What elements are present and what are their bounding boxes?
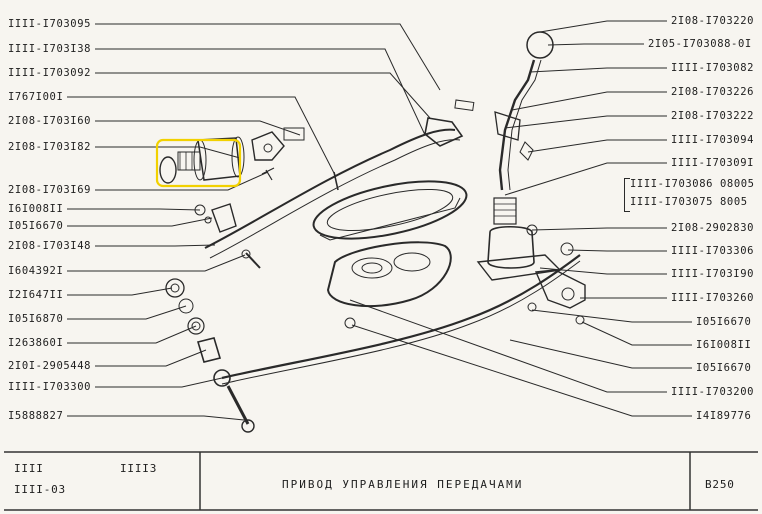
part-label: IIII-I703I38 <box>8 43 92 55</box>
leader-line <box>509 339 692 369</box>
part-label: 2I05-I703088-0I <box>648 38 752 50</box>
part-label: IIII-I703095 <box>8 18 92 30</box>
leader-line <box>67 208 201 211</box>
leader-line <box>504 115 667 129</box>
rod-clamp <box>424 117 464 147</box>
part-label: IIII-I703260 <box>671 292 755 304</box>
rod-end-ball <box>213 369 231 387</box>
rod-end-bolt <box>226 385 250 425</box>
part-label: IIII-I703300 <box>8 381 92 393</box>
part-label: I2I647II <box>8 289 64 301</box>
leader-line <box>531 309 692 323</box>
leader-lines-right <box>349 20 692 417</box>
upper-boot <box>312 180 468 240</box>
rear-bracket <box>534 269 586 309</box>
part-label: 2I0I-2905448 <box>8 360 92 372</box>
leader-line <box>529 67 667 73</box>
leader-line <box>531 227 667 231</box>
leader-line <box>351 324 692 417</box>
leader-line <box>511 91 667 111</box>
part-label: IIII-I703075 8005 <box>630 196 748 208</box>
part-label: IIII-I703086 08005 <box>630 178 755 190</box>
leader-line <box>567 249 667 252</box>
leader-line <box>67 325 197 344</box>
model-code-top: IIII <box>14 462 44 475</box>
washer-1 <box>178 298 194 314</box>
leader-line <box>95 349 207 367</box>
model-code-bottom: IIII-03 <box>14 483 66 496</box>
leader-line <box>95 171 269 191</box>
leader-line <box>547 43 644 46</box>
part-label: I604392I <box>8 265 64 277</box>
leader-line <box>67 305 187 320</box>
part-label: I5888827 <box>8 410 64 422</box>
shift-knob <box>526 31 554 59</box>
part-label: 2I08-I703220 <box>671 15 755 27</box>
coupling-assembly <box>159 127 305 184</box>
leader-line <box>539 20 667 33</box>
leader-line <box>95 146 241 159</box>
part-label: I263860I <box>8 337 64 349</box>
leader-line <box>527 139 667 153</box>
leader-line <box>539 267 667 275</box>
leader-lines-left <box>67 23 441 421</box>
part-label: 2I08-I703I60 <box>8 115 92 127</box>
part-label: I6I008II <box>8 203 64 215</box>
clamp-bolt <box>454 99 475 111</box>
part-label: I05I6870 <box>8 313 64 325</box>
shift-rod <box>221 254 581 380</box>
rod-bushing <box>196 337 222 363</box>
part-label: 2I08-I703226 <box>671 86 755 98</box>
nut-right-1 <box>560 242 574 256</box>
part-label: I4I89776 <box>696 410 752 422</box>
sheet-title: ПРИВОД УПРАВЛЕНИЯ ПЕРЕДАЧАМИ <box>282 478 524 491</box>
model-variant: IIII3 <box>120 462 158 475</box>
part-label: I6I008II <box>696 339 752 351</box>
highlight-box <box>155 138 242 188</box>
leader-line <box>67 217 213 227</box>
lever-spring <box>493 197 517 225</box>
part-label: I05I6670 <box>8 220 64 232</box>
lower-boot <box>326 241 452 307</box>
part-label: IIII-I703I90 <box>671 268 755 280</box>
leader-line <box>95 120 301 136</box>
leader-line <box>95 377 223 388</box>
part-label: 2I08-2902830 <box>671 222 755 234</box>
part-label: IIII-I703094 <box>671 134 755 146</box>
part-label: IIII-I70309I <box>671 157 755 169</box>
part-label: IIII-I703092 <box>8 67 92 79</box>
part-label: 2I08-I703I48 <box>8 240 92 252</box>
lever-housing <box>487 225 535 269</box>
part-label: IIII-I703082 <box>671 62 755 74</box>
screw-small <box>333 171 339 191</box>
leader-line <box>67 415 245 421</box>
upper-rod <box>204 128 456 249</box>
leader-line <box>67 254 246 272</box>
part-label: 2I08-I703222 <box>671 110 755 122</box>
leader-line <box>67 96 336 176</box>
part-label: I05I6670 <box>696 316 752 328</box>
part-label: IIII-I703306 <box>671 245 755 257</box>
leader-line <box>95 72 431 119</box>
leader-line <box>67 287 173 296</box>
leader-line <box>95 244 216 247</box>
lever-base-plate <box>476 254 562 281</box>
shift-lever <box>498 59 536 191</box>
part-label: 2I08-I703I82 <box>8 141 92 153</box>
leader-line <box>95 23 441 91</box>
label-group-bracket <box>624 178 630 212</box>
part-label: IIII-I703200 <box>671 386 755 398</box>
washer-2 <box>187 317 205 335</box>
leader-line <box>504 162 667 196</box>
part-label: 2I08-I703I69 <box>8 184 92 196</box>
leader-line <box>95 48 426 136</box>
bushing-1 <box>165 278 185 298</box>
leader-line <box>581 321 692 346</box>
part-label: I05I6670 <box>696 362 752 374</box>
part-label: I767I00I <box>8 91 64 103</box>
page-code: B250 <box>705 478 735 491</box>
